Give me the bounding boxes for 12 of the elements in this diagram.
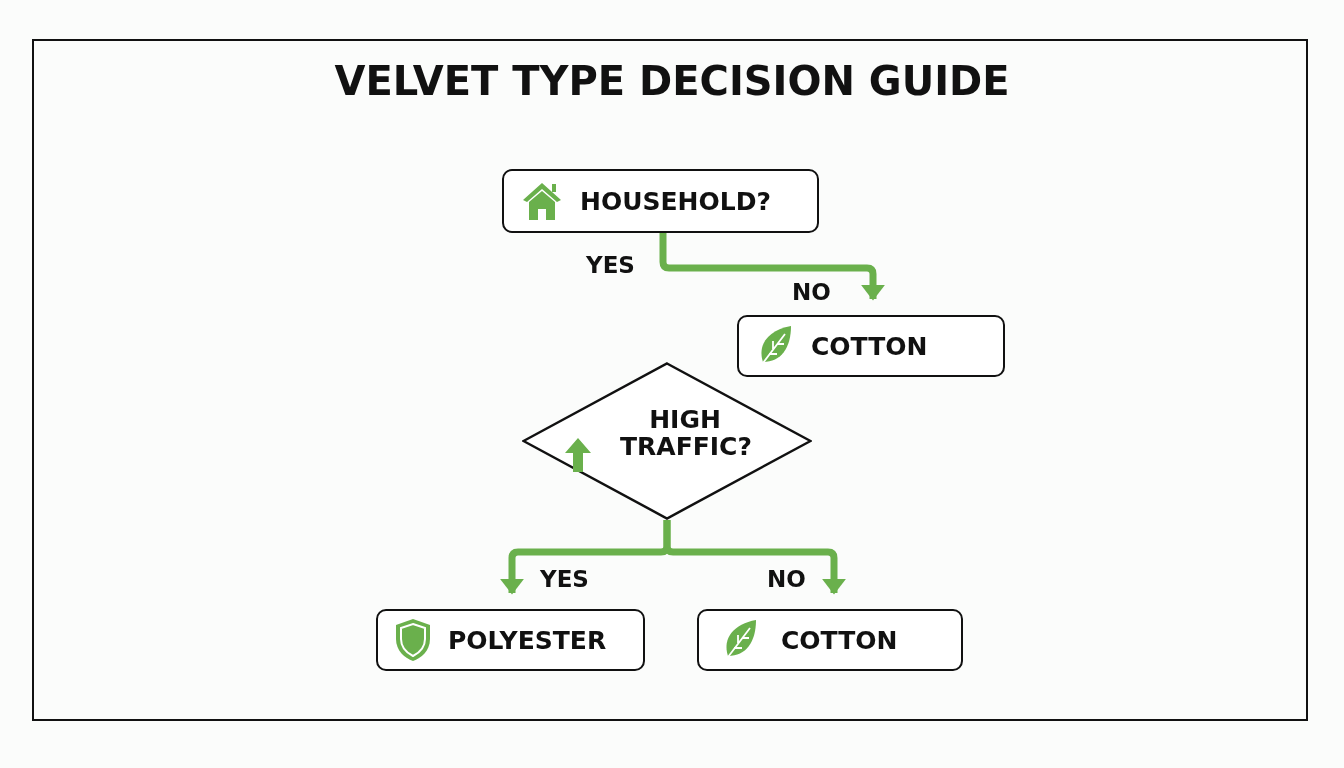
arrow [663, 520, 846, 595]
node-text: COTTON [781, 625, 898, 655]
result-box [697, 609, 963, 671]
node-text: HOUSEHOLD? [580, 186, 771, 216]
node-text: HIGH TRAFFIC? [620, 405, 750, 461]
node-text: POLYESTER [448, 625, 607, 655]
result-box [376, 609, 645, 671]
question-box [502, 169, 819, 233]
node-text: COTTON [811, 331, 928, 361]
result-box [737, 315, 1005, 377]
title: VELVET TYPE DECISION GUIDE [333, 58, 1011, 104]
decision-diamond [522, 362, 812, 520]
